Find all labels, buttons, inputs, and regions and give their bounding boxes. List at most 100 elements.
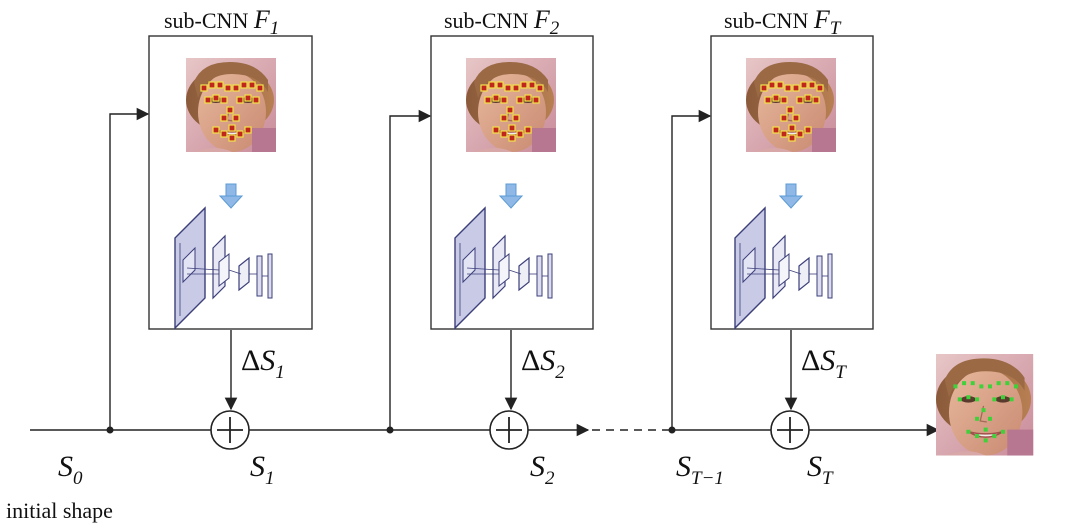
landmark-point xyxy=(800,81,808,89)
landmark-point xyxy=(532,96,540,104)
delta-label: ΔS1 xyxy=(241,344,285,383)
stage-1: sub-CNN F1 ΔS1 xyxy=(148,5,313,450)
landmark-point xyxy=(506,106,514,114)
shape-label-s1: S1 xyxy=(250,450,275,489)
delta-label: ΔST xyxy=(801,344,847,383)
landmark-point xyxy=(764,96,772,104)
landmark-point xyxy=(780,130,788,138)
landmark-point xyxy=(788,124,796,132)
landmark-point xyxy=(520,81,528,89)
landmark-point xyxy=(248,81,256,89)
landmark-point xyxy=(772,126,780,134)
landmark-point xyxy=(1005,381,1010,386)
shape-label-st1: ST−1 xyxy=(676,450,724,489)
landmark-point xyxy=(236,130,244,138)
landmark-point xyxy=(953,384,958,389)
landmark-point xyxy=(988,416,992,421)
landmark-point xyxy=(988,384,992,389)
landmark-point xyxy=(244,94,252,102)
branch-line-1 xyxy=(109,107,150,430)
landmark-point xyxy=(792,114,800,122)
landmark-point xyxy=(240,81,248,89)
landmark-point xyxy=(812,96,820,104)
landmark-point xyxy=(816,84,824,92)
landmark-point xyxy=(979,384,984,389)
landmark-point xyxy=(204,96,212,104)
landmark-point xyxy=(220,96,228,104)
landmark-point xyxy=(780,96,788,104)
landmark-point xyxy=(1000,429,1005,434)
landmark-point xyxy=(492,126,500,134)
landmark-point xyxy=(200,84,208,92)
landmark-point xyxy=(536,84,544,92)
landmark-point xyxy=(232,84,240,92)
landmark-point xyxy=(1009,397,1014,402)
landmark-point xyxy=(772,94,780,102)
landmark-point xyxy=(983,438,988,443)
delta-label: ΔS2 xyxy=(521,344,565,383)
landmark-point xyxy=(992,397,997,402)
landmark-point xyxy=(480,84,488,92)
landmark-point xyxy=(208,81,216,89)
branch-line-2 xyxy=(389,109,432,430)
landmark-point xyxy=(524,94,532,102)
output-landmarks xyxy=(953,381,1018,443)
landmark-point xyxy=(228,134,236,142)
initial-shape-label: initial shape xyxy=(6,498,113,523)
landmark-point xyxy=(492,94,500,102)
landmark-point xyxy=(500,96,508,104)
landmark-point xyxy=(252,96,260,104)
landmark-point xyxy=(256,84,264,92)
landmark-point xyxy=(983,427,988,432)
landmark-point xyxy=(224,84,232,92)
landmark-point xyxy=(981,408,986,413)
landmark-point xyxy=(1000,395,1005,400)
landmark-point xyxy=(786,106,794,114)
output-face xyxy=(935,353,1034,457)
landmark-point xyxy=(970,381,975,386)
landmark-point xyxy=(496,81,504,89)
branch-line-3 xyxy=(671,109,712,430)
landmark-point xyxy=(792,84,800,92)
landmark-points xyxy=(200,81,264,142)
landmark-point xyxy=(508,124,516,132)
landmark-point xyxy=(957,397,962,402)
landmark-point xyxy=(512,84,520,92)
landmark-point xyxy=(784,84,792,92)
stage-t: sub-CNN FT ΔST xyxy=(710,5,874,450)
stage-title: sub-CNN F2 xyxy=(444,5,560,39)
landmark-point xyxy=(975,434,980,439)
landmark-point xyxy=(966,395,971,400)
landmark-point xyxy=(796,96,804,104)
sum-node xyxy=(770,410,810,450)
landmark-point xyxy=(212,126,220,134)
landmark-point xyxy=(244,126,252,134)
landmark-point xyxy=(768,81,776,89)
landmark-point xyxy=(516,96,524,104)
landmark-point xyxy=(1013,384,1018,389)
landmark-point xyxy=(788,134,796,142)
landmark-point xyxy=(504,84,512,92)
landmark-point xyxy=(966,429,971,434)
landmark-point xyxy=(500,114,508,122)
landmark-points xyxy=(480,81,544,142)
stage-2: sub-CNN F2 ΔS2 xyxy=(430,5,594,450)
landmark-point xyxy=(975,397,980,402)
landmark-point xyxy=(508,134,516,142)
landmark-point xyxy=(975,416,980,421)
stage-title: sub-CNN F1 xyxy=(164,5,279,39)
landmark-point xyxy=(488,81,496,89)
landmark-point xyxy=(220,114,228,122)
shape-label-s0: S0 xyxy=(58,450,83,489)
landmark-point xyxy=(992,434,997,439)
landmark-point xyxy=(226,106,234,114)
landmark-point xyxy=(996,381,1001,386)
landmark-point xyxy=(516,130,524,138)
shape-label-s2: S2 xyxy=(530,450,555,489)
landmark-point xyxy=(500,130,508,138)
landmark-point xyxy=(228,124,236,132)
landmark-point xyxy=(524,126,532,134)
landmark-point xyxy=(962,381,967,386)
sum-node xyxy=(489,410,529,450)
landmark-point xyxy=(232,114,240,122)
